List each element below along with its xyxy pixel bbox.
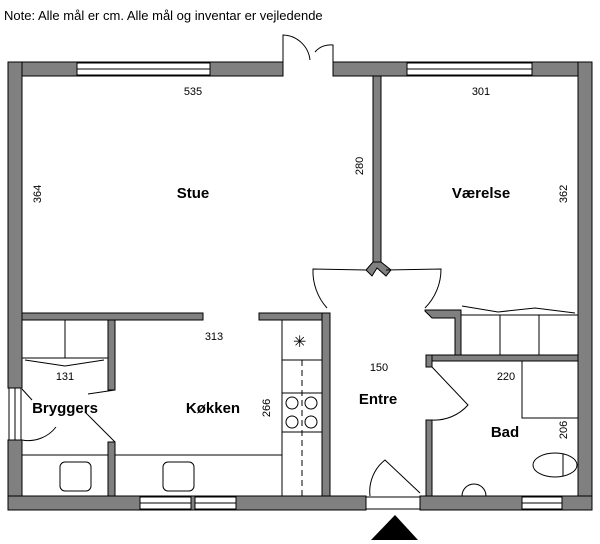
dim-kokken-width: 313 — [205, 331, 223, 343]
room-label-kokken: Køkken — [186, 400, 240, 417]
balcony-door — [282, 34, 334, 62]
dim-bryggers-width: 131 — [56, 371, 74, 383]
entrance-arrow-icon — [371, 515, 418, 540]
dim-stue-width: 535 — [184, 86, 202, 98]
dim-bad-height: 206 — [558, 421, 570, 439]
dim-vaerelse-width: 301 — [472, 86, 490, 98]
dim-bad-width: 220 — [497, 371, 515, 383]
windows — [8, 62, 563, 510]
dim-vaerelse-height: 362 — [558, 185, 570, 203]
fixtures: ✳ — [21, 305, 579, 497]
room-label-vaerelse: Værelse — [452, 185, 510, 202]
disclaimer-note: Note: Alle mål er cm. Alle mål og invent… — [4, 8, 323, 23]
dim-entre-width: 150 — [370, 362, 388, 374]
dim-stue-height-right: 280 — [354, 157, 366, 175]
bath-sink-icon — [461, 483, 487, 497]
room-label-bryggers: Bryggers — [32, 400, 98, 417]
toilet-icon — [532, 452, 578, 478]
room-label-stue: Stue — [177, 185, 210, 202]
interior-doors — [21, 268, 469, 510]
interior-walls — [21, 75, 579, 497]
room-label-entre: Entre — [359, 391, 397, 408]
outer-walls — [7, 61, 593, 511]
dim-kokken-height: 266 — [261, 399, 273, 417]
room-label-bad: Bad — [491, 424, 519, 441]
stove-icon — [285, 396, 318, 429]
fridge-icon: ✳ — [293, 334, 306, 351]
dim-stue-height: 364 — [32, 185, 44, 203]
